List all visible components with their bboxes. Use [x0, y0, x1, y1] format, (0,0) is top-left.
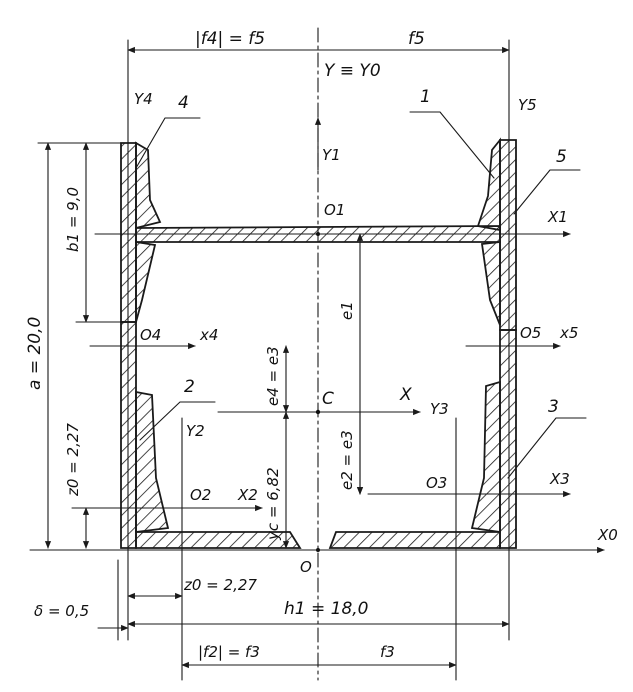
label-x2: X2 — [237, 486, 258, 504]
label-y3: Y3 — [430, 400, 449, 418]
label-5: 5 — [556, 147, 567, 167]
leader-2 — [139, 401, 216, 441]
label-e4: e4 = e3 — [264, 346, 282, 406]
label-o2: O2 — [190, 486, 211, 504]
label-y5: Y5 — [518, 96, 537, 114]
profile-3-upper-flange — [470, 380, 501, 534]
label-delta: δ = 0,5 — [34, 602, 89, 620]
label-o3: O3 — [426, 474, 447, 492]
label-b1: b1 = 9,0 — [64, 187, 82, 252]
label-f5-top: f5 — [408, 29, 425, 49]
profile-2-upper-flange — [135, 390, 170, 534]
profile-3-bottom-flange — [328, 531, 501, 549]
label-2: 2 — [184, 377, 195, 397]
leader-3 — [507, 417, 587, 479]
profile-3-right-web — [499, 329, 517, 549]
point-o1 — [316, 232, 320, 236]
label-4: 4 — [178, 93, 189, 113]
label-y-y0: Y ≡ Y0 — [324, 61, 381, 81]
label-x3: X3 — [549, 470, 570, 488]
profile-5-right-web — [499, 139, 517, 331]
profile-1-flange — [476, 137, 501, 232]
point-o — [316, 548, 320, 552]
label-e2: e2 = e3 — [338, 430, 356, 490]
leader-4 — [135, 117, 201, 169]
label-x0: X0 — [597, 526, 618, 544]
label-a: a = 20,0 — [25, 317, 45, 390]
label-z0-horizontal: z0 = 2,27 — [183, 576, 257, 594]
profile-4-flange — [135, 141, 162, 230]
label-o5: O5 — [520, 324, 541, 342]
label-1: 1 — [420, 87, 431, 107]
profile-1-lower-taper — [480, 240, 501, 326]
label-h1: h1 = 18,0 — [284, 599, 369, 619]
label-e1: e1 — [338, 301, 356, 320]
profile-2-bottom-flange — [135, 531, 302, 549]
label-y2: Y2 — [186, 422, 205, 440]
label-y4: Y4 — [134, 90, 153, 108]
label-c: C — [322, 389, 334, 409]
leader-1 — [409, 111, 495, 179]
label-x4: x4 — [199, 326, 218, 344]
label-o1: O1 — [324, 201, 345, 219]
label-f4-f5: |f4| = f5 — [195, 29, 265, 49]
leader-5 — [513, 169, 581, 215]
label-o4: O4 — [140, 326, 161, 344]
point-c — [315, 409, 321, 415]
label-yc: yc = 6,82 — [264, 467, 282, 541]
label-x1: X1 — [547, 208, 568, 226]
label-o: O — [300, 558, 312, 576]
profile-4-lower-taper — [135, 240, 157, 323]
label-y1: Y1 — [322, 146, 341, 164]
label-x5: x5 — [559, 324, 578, 342]
label-3: 3 — [548, 397, 559, 417]
label-f2-f3: |f2| = f3 — [198, 643, 260, 661]
label-f3-bottom: f3 — [380, 643, 395, 661]
label-x: X — [399, 385, 412, 405]
label-z0-vertical: z0 = 2,27 — [64, 423, 82, 497]
